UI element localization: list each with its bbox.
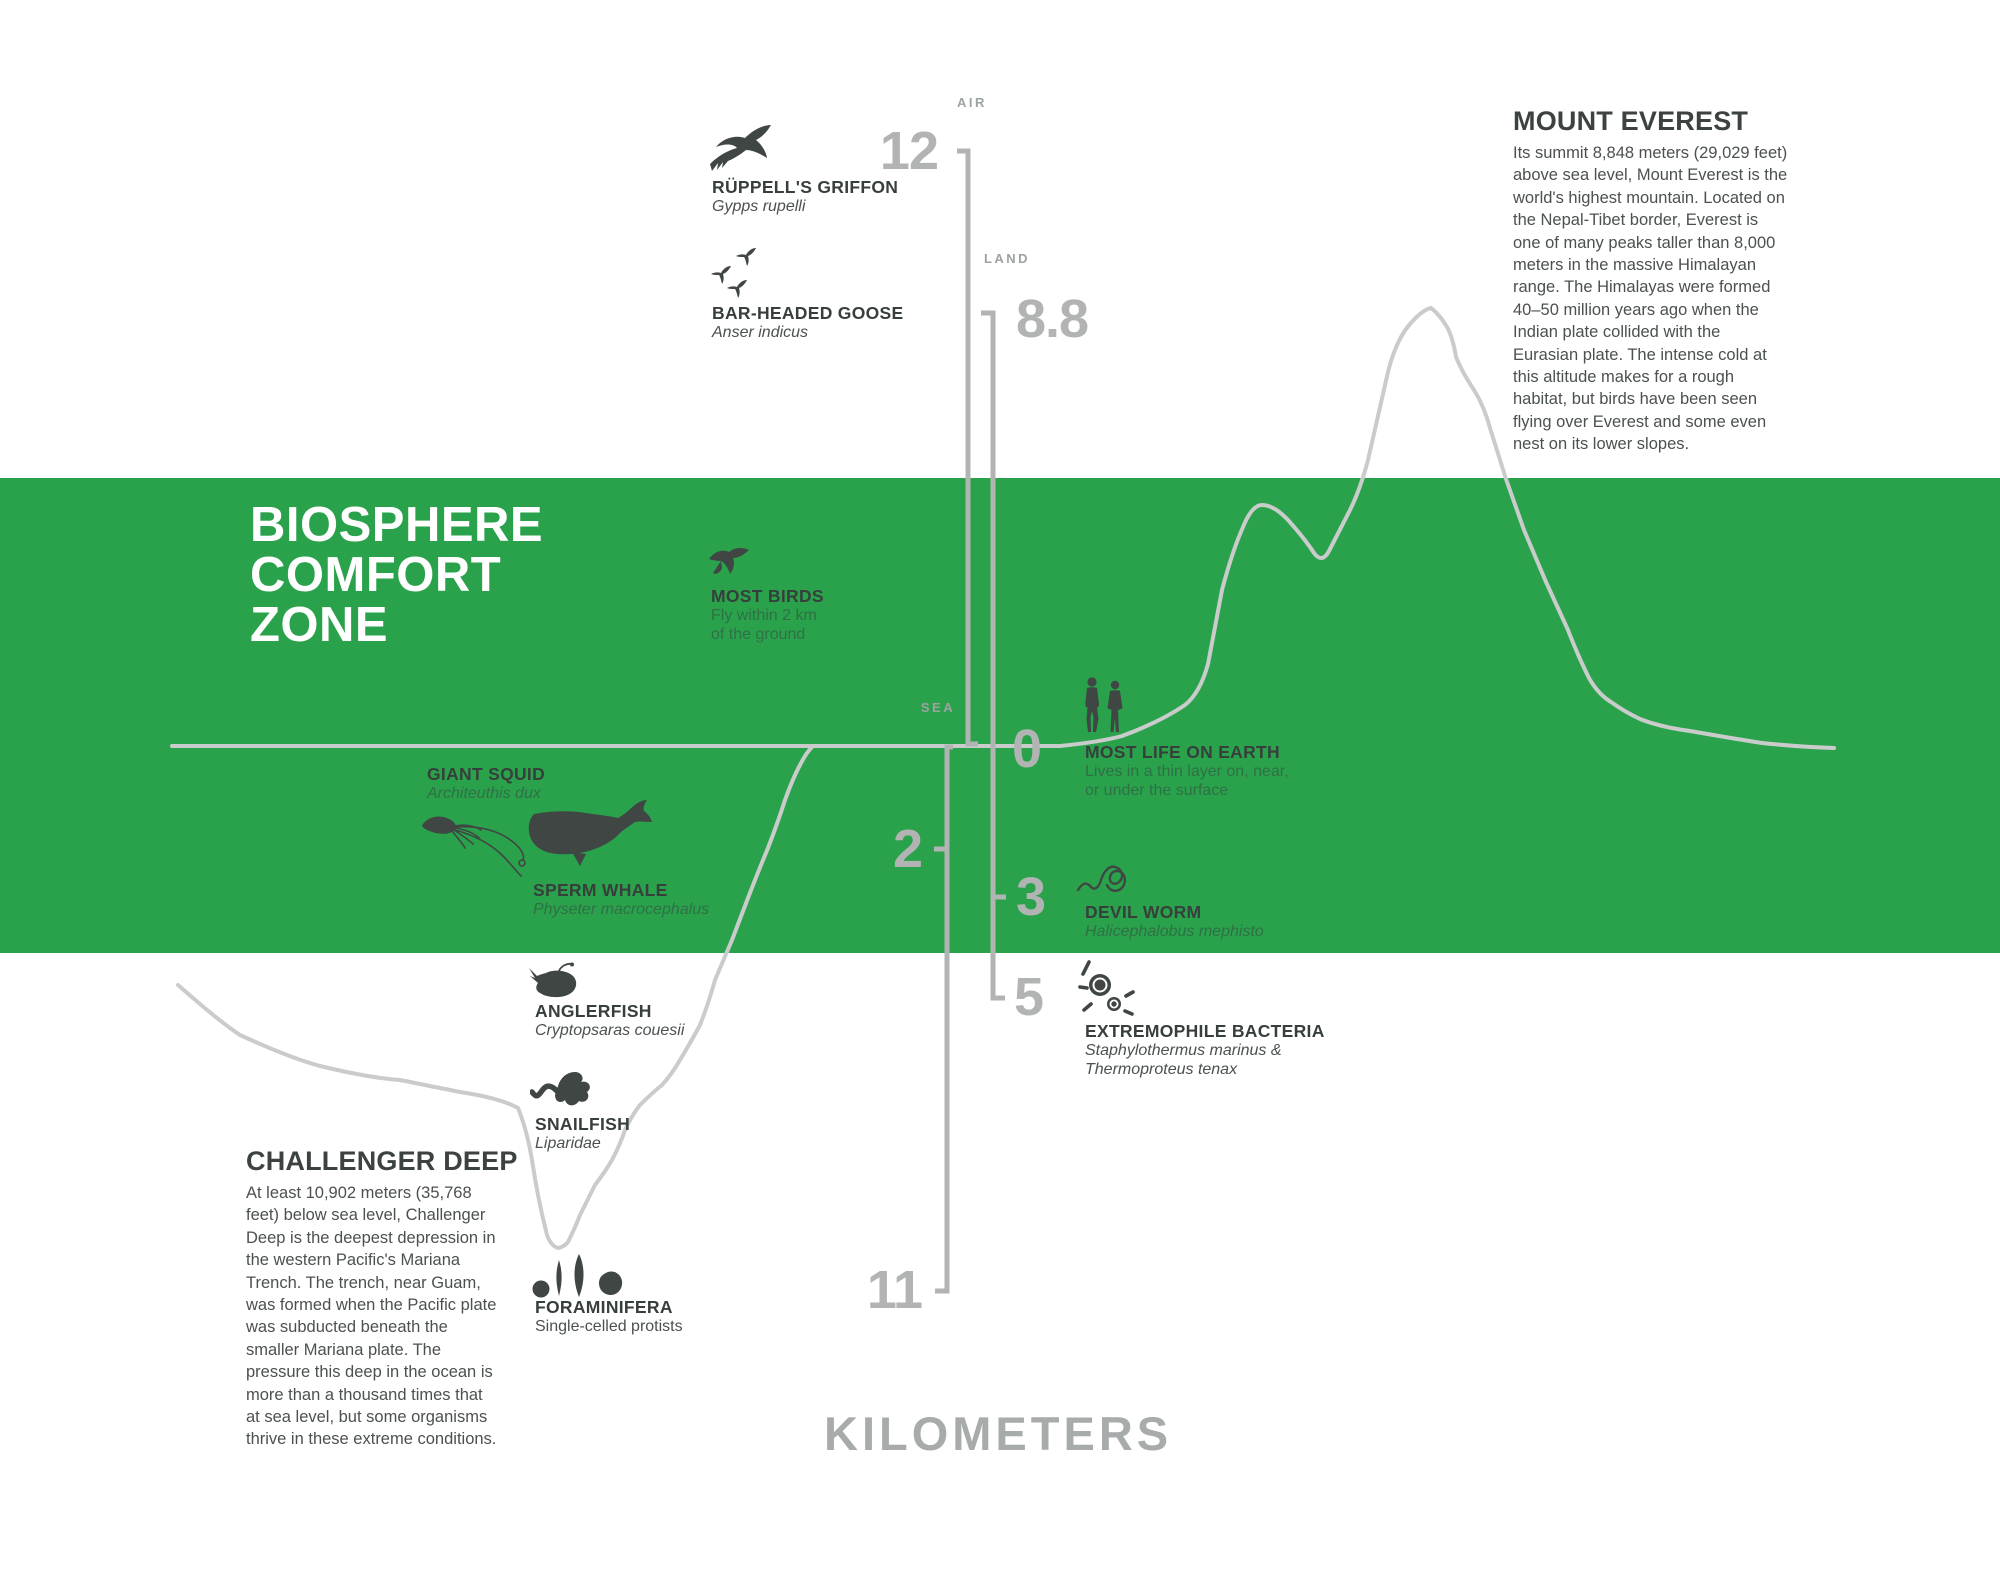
species-latin: Liparidae <box>535 1135 601 1152</box>
species-sperm-whale: SPERM WHALE Physeter macrocephalus <box>533 881 709 919</box>
scale-mark-0: 0 <box>1012 719 1042 779</box>
species-snailfish: SNAILFISH Liparidae <box>535 1115 630 1153</box>
giant-squid-icon <box>422 816 526 877</box>
page-title-line1: BIOSPHERE <box>250 498 544 552</box>
scale-mark-12: 12 <box>879 121 939 181</box>
species-latin: Architeuthis dux <box>427 785 541 802</box>
species-extremophile-bacteria: EXTREMOPHILE BACTERIA Staphylothermus ma… <box>1085 1022 1325 1079</box>
species-latin-line2: Thermoproteus tenax <box>1085 1061 1238 1078</box>
snailfish-icon <box>530 1072 590 1106</box>
species-description-line2: or under the surface <box>1085 782 1229 799</box>
extremophile-bacteria-icon <box>1078 960 1135 1016</box>
scale-mark-3: 3 <box>1016 867 1046 927</box>
species-name: MOST BIRDS <box>711 586 824 606</box>
most-birds-icon <box>709 547 749 574</box>
page-title-line2: COMFORT <box>250 548 502 602</box>
species-most-life-on-earth: MOST LIFE ON EARTH Lives in a thin layer… <box>1085 743 1289 800</box>
sea-scale-line <box>935 744 953 1294</box>
species-name: MOST LIFE ON EARTH <box>1085 742 1280 762</box>
species-name: DEVIL WORM <box>1085 902 1202 922</box>
challenger-callout-body: At least 10,902 meters (35,768 feet) bel… <box>246 1184 497 1449</box>
bar-headed-goose-flock-icon <box>711 248 756 298</box>
air-scale-line <box>957 148 978 747</box>
sperm-whale-icon <box>528 800 652 866</box>
biosphere-comfort-zone-band <box>0 478 2000 953</box>
scale-mark-2: 2 <box>892 819 923 879</box>
species-name: FORAMINIFERA <box>535 1297 673 1317</box>
scale-unit-label: KILOMETERS <box>824 1407 1173 1460</box>
species-name: EXTREMOPHILE BACTERIA <box>1085 1021 1325 1041</box>
species-giant-squid: GIANT SQUID Architeuthis dux <box>427 765 545 803</box>
page-title-line3: ZONE <box>250 598 389 652</box>
species-latin: Physeter macrocephalus <box>533 901 710 918</box>
species-latin: Gypps rupelli <box>712 198 806 215</box>
zone-label-land: LAND <box>983 251 1031 266</box>
species-description: Single-celled protists <box>535 1318 683 1335</box>
scale-mark-11: 11 <box>866 1260 923 1320</box>
species-foraminifera: FORAMINIFERA Single-celled protists <box>535 1298 683 1336</box>
anglerfish-icon <box>529 962 577 998</box>
species-bar-headed-goose: BAR-HEADED GOOSE Anser indicus <box>712 304 903 342</box>
species-description-line1: Lives in a thin layer on, near, <box>1085 763 1289 780</box>
humans-icon <box>1085 677 1123 732</box>
challenger-callout-title: CHALLENGER DEEP <box>246 1146 518 1176</box>
species-devil-worm: DEVIL WORM Halicephalobus mephisto <box>1085 903 1264 941</box>
devil-worm-icon <box>1076 865 1127 892</box>
species-latin: Anser indicus <box>712 324 809 341</box>
species-latin-line1: Staphylothermus marinus & <box>1085 1042 1282 1059</box>
land-scale-line <box>981 310 1005 1001</box>
page-title: BIOSPHERE COMFORT ZONE <box>250 500 543 650</box>
sea-level-and-everest-profile-line <box>170 306 1836 750</box>
scale-mark-5: 5 <box>1014 967 1044 1027</box>
species-name: BAR-HEADED GOOSE <box>712 303 904 323</box>
species-name: RÜPPELL'S GRIFFON <box>712 177 899 197</box>
foraminifera-icon <box>532 1254 623 1298</box>
zone-label-sea: SEA <box>920 700 956 715</box>
seafloor-trench-profile-line <box>176 745 814 1250</box>
species-description-line2: of the ground <box>711 626 806 643</box>
zone-label-air: AIR <box>957 95 987 110</box>
species-description-line1: Fly within 2 km <box>711 607 817 624</box>
species-name: GIANT SQUID <box>427 764 546 784</box>
species-latin: Cryptopsaras couesii <box>535 1022 685 1039</box>
species-name: SPERM WHALE <box>533 880 668 900</box>
species-rupells-griffon: RÜPPELL'S GRIFFON Gypps rupelli <box>712 178 898 216</box>
species-latin: Halicephalobus mephisto <box>1085 923 1264 940</box>
rupells-griffon-icon <box>710 125 771 171</box>
species-most-birds: MOST BIRDS Fly within 2 km of the ground <box>711 587 824 644</box>
species-anglerfish: ANGLERFISH Cryptopsaras couesii <box>535 1002 684 1040</box>
everest-callout-title: MOUNT EVEREST <box>1513 106 1749 136</box>
scale-mark-8-8: 8.8 <box>1016 289 1089 349</box>
everest-callout-body: Its summit 8,848 meters (29,029 feet) ab… <box>1513 144 1788 454</box>
species-name: SNAILFISH <box>535 1114 631 1134</box>
species-name: ANGLERFISH <box>535 1001 652 1021</box>
